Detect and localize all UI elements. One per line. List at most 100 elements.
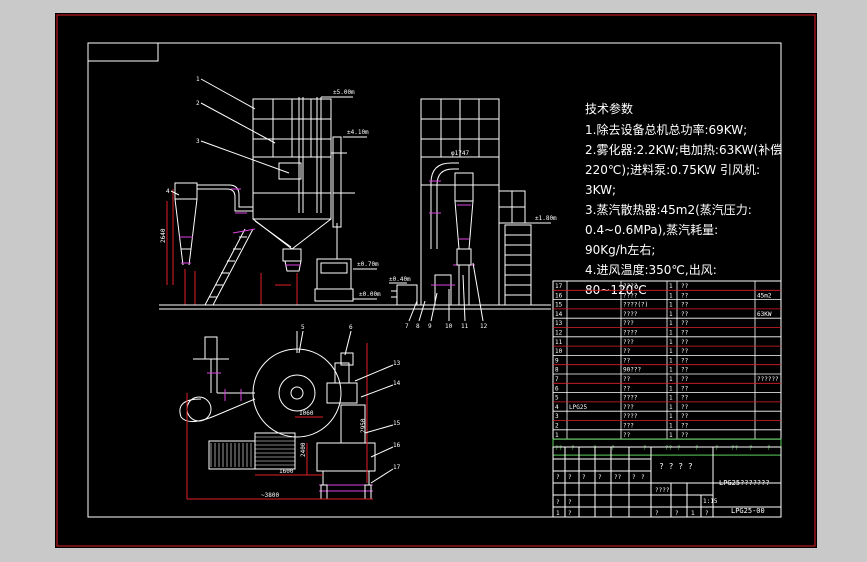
plan-dim-d: ~3800 — [261, 492, 279, 499]
title-small-0: ? — [556, 499, 560, 506]
callout-4: 4 — [166, 188, 170, 195]
callout-6: 6 — [349, 324, 353, 331]
tech-spec-heading: 技术参数 — [585, 101, 633, 116]
bom-cell-no: 4 — [555, 404, 559, 411]
bom-cell-qty: 1 — [669, 292, 673, 299]
bom-cell-note: ?? — [681, 302, 689, 309]
bom-cell-qty: 1 — [669, 283, 673, 290]
bom-cell-name: ???? — [623, 395, 638, 402]
bom-cell-no: 12 — [555, 330, 563, 337]
title-code: LPG25-00 — [731, 507, 765, 515]
bom-cell-name: 90??? — [623, 367, 641, 374]
bom-header-cell: ?? — [731, 445, 739, 452]
bom-cell-no: 1 — [555, 432, 559, 439]
bom-header-cell: ? — [611, 445, 615, 452]
plan-dim-a: 1060 — [299, 410, 314, 417]
bom-cell-qty: 1 — [669, 376, 673, 383]
title-product: LPG25??????? — [719, 479, 770, 487]
title-r1-1: ? — [568, 474, 572, 481]
bom-cell-note: ?? — [681, 376, 689, 383]
bom-header-cell: ? — [767, 445, 771, 452]
bom-cell-note: ?? — [681, 413, 689, 420]
bom-item-label: LPG25 — [569, 404, 587, 411]
tech-spec-line-7: 90Kg/h左右; — [585, 242, 655, 257]
bom-cell-no: 17 — [555, 283, 563, 290]
bom-cell-note: ?? — [681, 423, 689, 430]
title-mark: ???? — [655, 487, 670, 494]
bom-cell-name: ????(?) — [623, 302, 648, 309]
tech-spec-line-8: 4.进风温度:350℃,出风: — [585, 262, 717, 277]
bom-cell-qty: 1 — [669, 357, 673, 364]
side-diameter: φ1747 — [451, 150, 469, 157]
callout-15: 15 — [393, 420, 401, 427]
bom-cell-qty: 1 — [669, 413, 673, 420]
elevation-mid: ±4.10m — [347, 129, 369, 136]
plan-dim-e: 1600 — [279, 468, 294, 475]
inner-frame — [87, 42, 782, 518]
callout-16: 16 — [393, 442, 401, 449]
title-r2-0: ? — [655, 510, 659, 517]
plan-dim-c: 2400 — [300, 442, 307, 457]
callout-12: 12 — [480, 323, 488, 330]
bom-cell-qty: 1 — [669, 302, 673, 309]
title-r1-6: ? — [641, 474, 645, 481]
bom-cell-qty: 1 — [669, 348, 673, 355]
bom-header-cell: ? — [643, 445, 647, 452]
front-view: ±5.00m ±4.10m 2640 — [159, 76, 385, 310]
title-r1-3: ? — [598, 474, 602, 481]
bom-cell-name: ??? — [623, 404, 634, 411]
title-small-1: ? — [568, 499, 572, 506]
title-r2-4: 1 — [556, 510, 560, 517]
elevation-low1: ±0.70m — [357, 261, 379, 268]
title-r1-5: ? — [632, 474, 636, 481]
title-r1-0: ? — [556, 474, 560, 481]
bom-cell-qty: 1 — [669, 330, 673, 337]
title-r1-2: ? — [582, 474, 586, 481]
bom-cell-note: ?? — [681, 283, 689, 290]
bom-cell-qty: 1 — [669, 423, 673, 430]
title-r1-4: ?? — [614, 474, 622, 481]
callout-10: 10 — [445, 323, 453, 330]
bom-cell-no: 6 — [555, 385, 559, 392]
bom-cell-qty: 1 — [669, 320, 673, 327]
bom-header-cell: ? — [715, 445, 719, 452]
bom-cell-note: ?? — [681, 357, 689, 364]
plan-dim-b: 2950 — [360, 418, 367, 433]
elevation-low2: ±0.40m — [389, 276, 411, 283]
bom-cell-note: ?? — [681, 292, 689, 299]
svg-text:2640: 2640 — [160, 228, 167, 243]
bom-cell-no: 7 — [555, 376, 559, 383]
bom-cell-qty: 1 — [669, 311, 673, 318]
bom-cell-name: ???? — [623, 330, 638, 337]
bom-cell-no: 9 — [555, 357, 559, 364]
tech-spec-line-2: 2.雾化器:2.2KW;电加热:63KW(补偿 — [585, 142, 782, 157]
bom-cell-name: ?? — [623, 376, 631, 383]
callout-13: 13 — [393, 360, 401, 367]
bom-cell-no: 11 — [555, 339, 563, 346]
bom-header-cell: ?? — [555, 445, 563, 452]
tech-spec-line-1: 1.除去设备总机总功率:69KW; — [585, 122, 747, 137]
bom-cell-qty: 1 — [669, 404, 673, 411]
bom-cell-name: ???? — [623, 292, 638, 299]
bom-cell-no: 14 — [555, 311, 563, 318]
bom-cell-name: ??? — [623, 423, 634, 430]
bom-cell-no: 5 — [555, 395, 559, 402]
bom-cell-note: ?? — [681, 339, 689, 346]
callout-2: 2 — [196, 100, 200, 107]
bom-cell-no: 15 — [555, 302, 563, 309]
title-ratio: 1:15 — [703, 498, 718, 505]
elevation-ground: ±0.00m — [359, 291, 381, 298]
bom-cell-qty: 1 — [669, 367, 673, 374]
tech-spec: 技术参数 1.除去设备总机总功率:69KW; 2.雾化器:2.2KW;电加热:6… — [585, 101, 782, 297]
title-r2-5: ? — [568, 510, 572, 517]
bom-cell-note: ?? — [681, 395, 689, 402]
bom-cell-qty: 1 — [669, 385, 673, 392]
callout-3: 3 — [196, 138, 200, 145]
callout-1: 1 — [196, 76, 200, 83]
bom-cell-note: ?? — [681, 404, 689, 411]
bom-header-cell: ?? — [665, 445, 673, 452]
bom-cell-name: ?? — [623, 432, 631, 439]
tech-spec-line-3: 220℃);进料泵:0.75KW 引风机: — [585, 163, 760, 177]
tech-spec-line-4: 3KW; — [585, 183, 616, 197]
callout-8: 8 — [416, 323, 420, 330]
